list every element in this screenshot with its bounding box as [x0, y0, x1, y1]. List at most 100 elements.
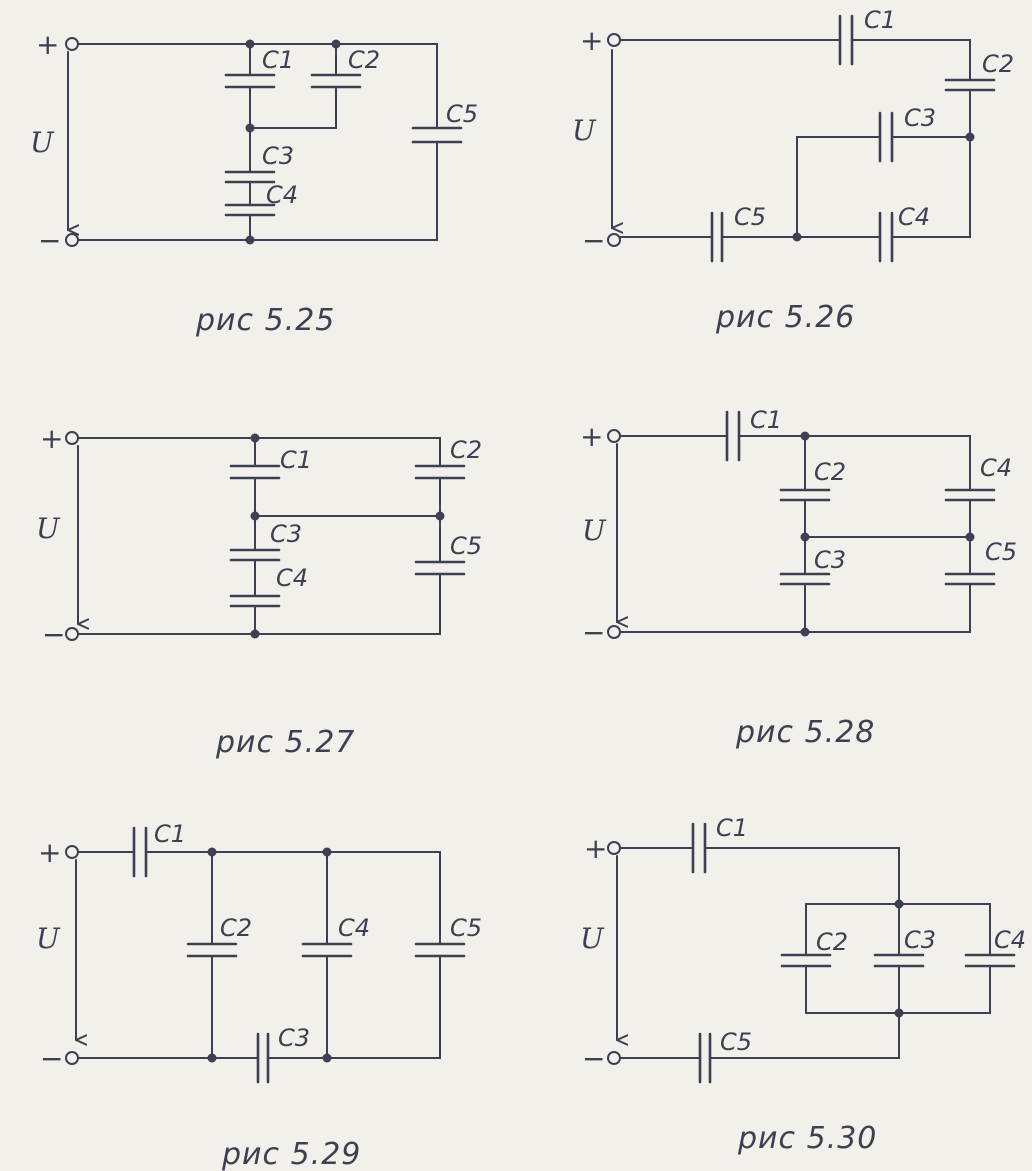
- junction-dot: [800, 532, 810, 542]
- junction-dot: [245, 39, 255, 49]
- plus-sign: +: [38, 836, 61, 869]
- voltage-label: U: [572, 114, 597, 147]
- capacitor-c1: [224, 73, 276, 89]
- positive-terminal: [607, 429, 621, 443]
- voltage-label: U: [30, 126, 55, 159]
- minus-sign: −: [38, 224, 61, 257]
- junction-dot: [435, 511, 445, 521]
- capacitor-c2: [310, 73, 362, 89]
- capacitor-c3: [224, 170, 276, 184]
- junction-dot: [322, 1053, 332, 1063]
- circuit-5-27: + − U C1 C2 C3 C4 C5 рис 5.27: [36, 422, 482, 760]
- capacitor-c1: [691, 822, 707, 874]
- junction-dot: [894, 899, 904, 909]
- plus-sign: +: [580, 420, 603, 453]
- label-c2: C2: [816, 928, 848, 956]
- label-c3: C3: [814, 546, 846, 574]
- junction-dot: [250, 433, 260, 443]
- capacitor-c5: [944, 572, 996, 586]
- positive-terminal: [65, 845, 79, 859]
- label-c2: C2: [348, 46, 380, 74]
- negative-terminal: [607, 233, 621, 247]
- label-c4: C4: [338, 914, 370, 942]
- label-c4: C4: [980, 454, 1012, 482]
- negative-terminal: [607, 1051, 621, 1065]
- label-c4: C4: [994, 926, 1026, 954]
- label-c1: C1: [280, 446, 312, 474]
- label-c5: C5: [450, 532, 482, 560]
- label-c1: C1: [750, 406, 782, 434]
- capacitor-c2: [944, 78, 996, 92]
- capacitor-c5: [414, 560, 466, 576]
- negative-terminal: [65, 1051, 79, 1065]
- junction-dot: [322, 847, 332, 857]
- label-c1: C1: [716, 814, 748, 842]
- capacitor-c1: [838, 14, 854, 66]
- minus-sign: −: [40, 1042, 63, 1075]
- label-c3: C3: [270, 520, 302, 548]
- label-c5: C5: [985, 538, 1017, 566]
- label-c2: C2: [982, 50, 1014, 78]
- capacitor-c4: [964, 953, 1016, 968]
- capacitor-c5: [710, 211, 724, 263]
- label-c5: C5: [734, 203, 766, 231]
- positive-terminal: [607, 33, 621, 47]
- capacitor-c5: [414, 942, 466, 958]
- figure-caption: рис 5.29: [221, 1137, 361, 1171]
- junction-dot: [800, 431, 810, 441]
- label-c2: C2: [814, 458, 846, 486]
- junction-dot: [894, 1008, 904, 1018]
- circuit-5-29: + − U C1 C2 C3 C4 C5 рис 5.29: [36, 820, 482, 1171]
- capacitor-c1: [132, 826, 148, 878]
- circuit-5-26: + − U C1 C2 C3 C4 C5 рис 5.26: [572, 6, 1014, 335]
- positive-terminal: [65, 37, 79, 51]
- capacitor-c3: [779, 572, 831, 586]
- capacitor-c4: [229, 594, 281, 608]
- figure-caption: рис 5.25: [195, 303, 335, 338]
- figure-caption: рис 5.30: [737, 1121, 877, 1156]
- capacitor-c2: [414, 464, 466, 480]
- voltage-label: U: [36, 922, 61, 955]
- label-c3: C3: [278, 1024, 310, 1052]
- capacitor-c2: [780, 953, 832, 968]
- junction-dot: [250, 511, 260, 521]
- capacitor-c3: [873, 953, 925, 968]
- plus-sign: +: [40, 422, 63, 455]
- junction-dot: [965, 532, 975, 542]
- junction-dot: [792, 232, 802, 242]
- junction-dot: [800, 627, 810, 637]
- label-c1: C1: [864, 6, 896, 34]
- voltage-label: U: [580, 922, 605, 955]
- junction-dot: [331, 39, 341, 49]
- circuit-5-25: + − U C1 C2 C3 C4 C5 рис 5.25: [30, 28, 478, 338]
- label-c2: C2: [450, 436, 482, 464]
- figure-caption: рис 5.28: [735, 715, 875, 750]
- capacitor-c5: [698, 1032, 712, 1084]
- label-c5: C5: [720, 1028, 752, 1056]
- label-c3: C3: [904, 104, 936, 132]
- capacitor-c5: [411, 126, 463, 144]
- plus-sign: +: [584, 832, 607, 865]
- label-c4: C4: [276, 564, 308, 592]
- capacitor-c4: [944, 488, 996, 502]
- capacitor-c3: [256, 1032, 270, 1084]
- label-c5: C5: [446, 100, 478, 128]
- label-c4: C4: [898, 203, 930, 231]
- figure-caption: рис 5.27: [215, 725, 355, 760]
- minus-sign: −: [582, 616, 605, 649]
- minus-sign: −: [42, 618, 65, 651]
- label-c2: C2: [220, 914, 252, 942]
- circuit-5-28: + − U C1 C2 C3 C4 C5 рис 5.28: [580, 406, 1017, 750]
- negative-terminal: [65, 627, 79, 641]
- positive-terminal: [65, 431, 79, 445]
- capacitor-c3: [229, 548, 281, 562]
- circuit-5-30: + − U C1 C2 C3 C4 C5 рис 5.30: [580, 814, 1026, 1156]
- label-c4: C4: [266, 181, 298, 209]
- negative-terminal: [65, 233, 79, 247]
- label-c5: C5: [450, 914, 482, 942]
- junction-dot: [245, 235, 255, 245]
- junction-dot: [250, 629, 260, 639]
- plus-sign: +: [36, 28, 59, 61]
- junction-dot: [207, 1053, 217, 1063]
